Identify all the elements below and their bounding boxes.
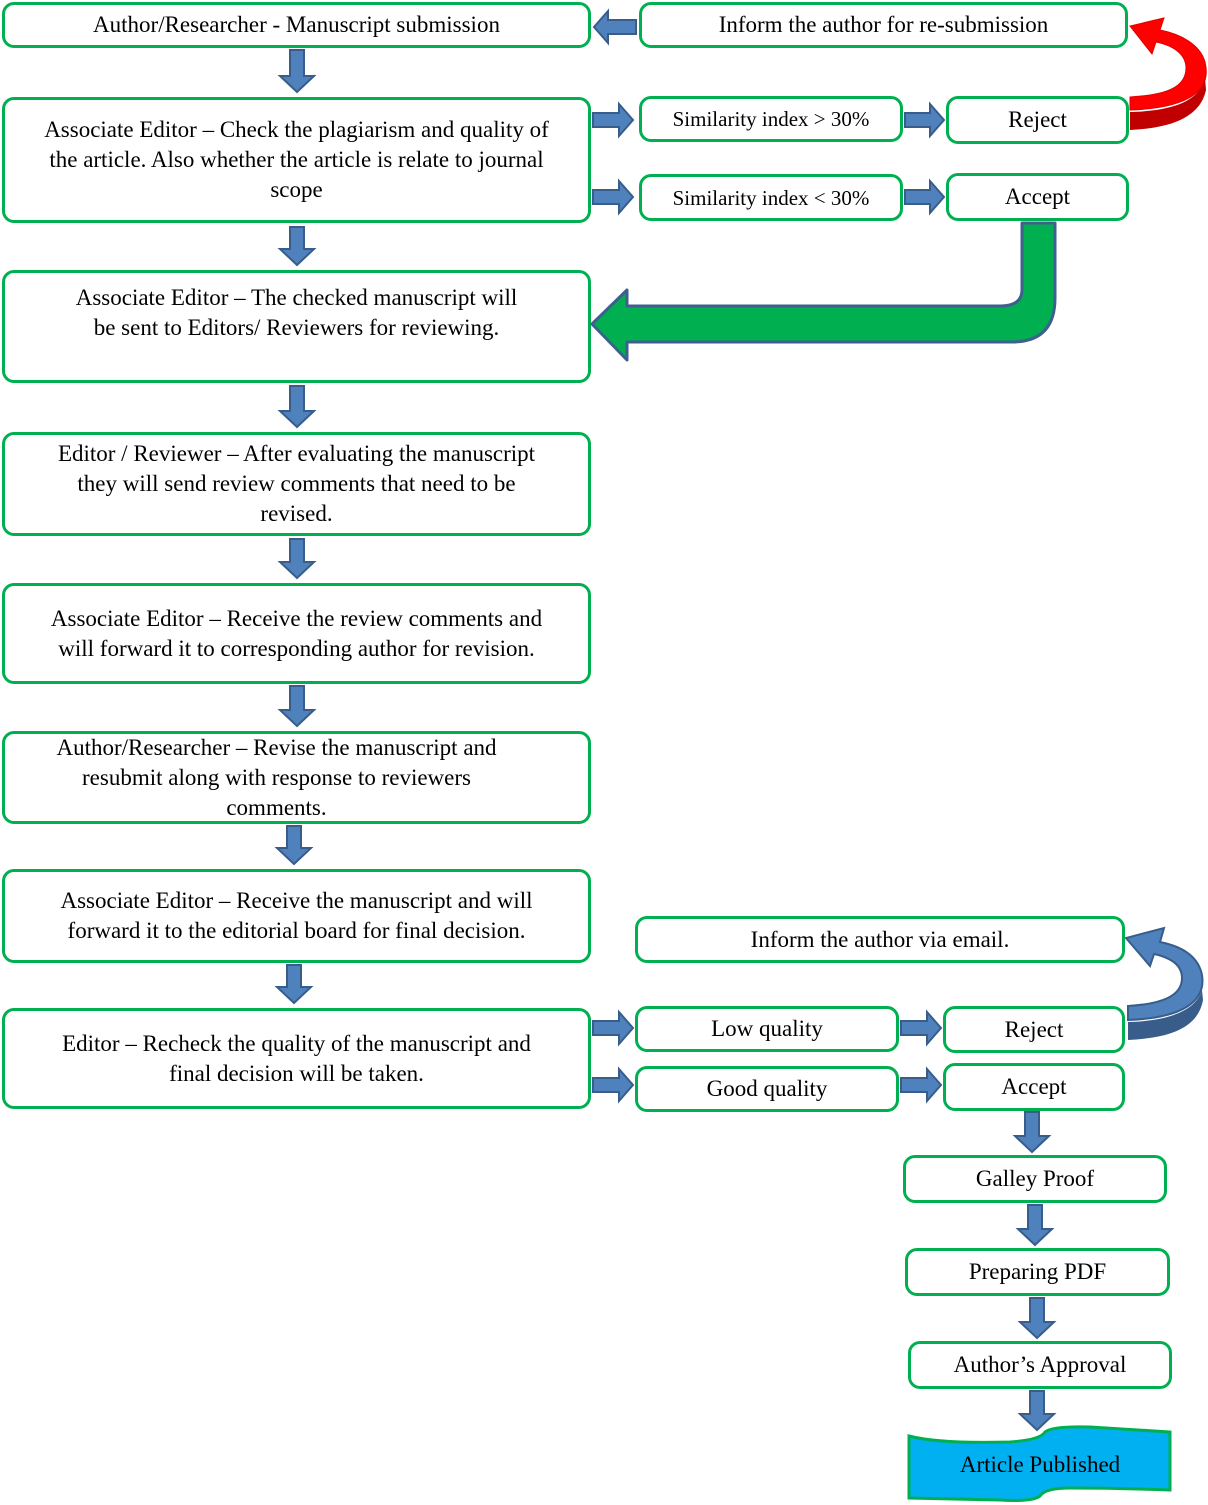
box-forward-board: Associate Editor – Receive the manuscrip… <box>2 869 591 963</box>
box-text: Galley Proof <box>975 1166 1095 1191</box>
down-arrow-icon <box>277 685 317 728</box>
box-revise: Author/Researcher – Revise the manuscrip… <box>2 731 591 824</box>
box-similarity-low: Similarity index < 30% <box>639 174 903 221</box>
right-arrow-icon <box>904 178 946 216</box>
box-text: Low quality <box>711 1016 823 1041</box>
box-text: Good quality <box>706 1076 828 1101</box>
down-arrow-icon <box>277 538 317 580</box>
down-arrow-icon <box>277 226 317 267</box>
blue-curved-arrow-shadow <box>1128 990 1203 1040</box>
box-text: Reject <box>1004 1016 1064 1042</box>
box-accept-quality: Accept <box>943 1063 1125 1111</box>
box-text: Preparing PDF <box>968 1259 1107 1284</box>
arrow-group <box>274 8 1057 1432</box>
box-text: Editor / Reviewer – After evaluating the… <box>57 441 536 526</box>
box-author-approval: Author’s Approval <box>908 1341 1172 1389</box>
box-accept-similarity: Accept <box>946 173 1129 221</box>
left-arrow-icon <box>592 8 637 46</box>
box-text: Associate Editor – The checked manuscrip… <box>75 285 518 340</box>
box-similarity-high: Similarity index > 30% <box>639 96 903 142</box>
red-curved-arrow-icon <box>1129 17 1207 111</box>
box-inform-email: Inform the author via email. <box>635 916 1125 963</box>
right-arrow-icon <box>592 101 635 139</box>
box-text: Accept <box>1004 184 1071 209</box>
box-low-quality: Low quality <box>635 1006 899 1052</box>
box-galley-proof: Galley Proof <box>903 1155 1167 1203</box>
right-arrow-icon <box>592 1009 635 1047</box>
box-text: Author’s Approval <box>953 1352 1127 1377</box>
box-text: Reject <box>1008 107 1067 132</box>
box-review: Editor / Reviewer – After evaluating the… <box>2 432 591 536</box>
right-arrow-icon <box>904 101 946 139</box>
box-text: Author/Researcher - Manuscript submissio… <box>93 12 500 37</box>
box-preparing-pdf: Preparing PDF <box>905 1248 1170 1296</box>
box-text: Inform the author for re-submission <box>718 12 1049 37</box>
box-text: Associate Editor – Receive the review co… <box>50 605 543 661</box>
box-text: Inform the author via email. <box>750 926 1010 952</box>
box-text: Similarity index > 30% <box>672 107 870 131</box>
box-reject-similarity: Reject <box>946 96 1129 144</box>
right-arrow-icon <box>592 178 635 216</box>
box-good-quality: Good quality <box>635 1066 899 1112</box>
box-send-to-reviewers: Associate Editor – The checked manuscrip… <box>2 270 591 383</box>
green-bent-arrow-icon <box>590 221 1057 362</box>
box-text: Accept <box>1001 1074 1067 1099</box>
red-curved-arrow-shadow <box>1130 78 1206 130</box>
down-arrow-icon <box>1015 1204 1055 1247</box>
down-arrow-icon <box>274 825 314 866</box>
box-final-decision: Editor – Recheck the quality of the manu… <box>2 1008 591 1109</box>
box-manuscript-submission: Author/Researcher - Manuscript submissio… <box>2 2 591 48</box>
right-arrow-icon <box>900 1066 943 1104</box>
down-arrow-icon <box>274 964 314 1005</box>
box-text: Similarity index < 30% <box>672 185 870 210</box>
box-text: Associate Editor – Receive the manuscrip… <box>60 888 533 943</box>
box-text: Author/Researcher – Revise the manuscrip… <box>56 734 497 820</box>
box-text: Article Published <box>959 1452 1121 1477</box>
box-inform-resubmission: Inform the author for re-submission <box>639 2 1128 48</box>
box-article-published: Article Published <box>908 1432 1172 1498</box>
down-arrow-icon <box>277 49 317 94</box>
down-arrow-icon <box>277 385 317 429</box>
down-arrow-icon <box>1017 1390 1057 1432</box>
box-text: Associate Editor – Check the plagiarism … <box>44 117 549 202</box>
box-text: Editor – Recheck the quality of the manu… <box>62 1030 531 1086</box>
down-arrow-icon <box>1017 1297 1057 1340</box>
box-reject-quality: Reject <box>943 1006 1125 1053</box>
right-arrow-icon <box>592 1066 635 1104</box>
box-forward-comments: Associate Editor – Receive the review co… <box>2 583 591 684</box>
box-plagiarism-check: Associate Editor – Check the plagiarism … <box>2 97 591 223</box>
down-arrow-icon <box>1012 1111 1052 1154</box>
right-arrow-icon <box>900 1009 943 1047</box>
blue-curved-arrow-icon <box>1124 926 1204 1022</box>
